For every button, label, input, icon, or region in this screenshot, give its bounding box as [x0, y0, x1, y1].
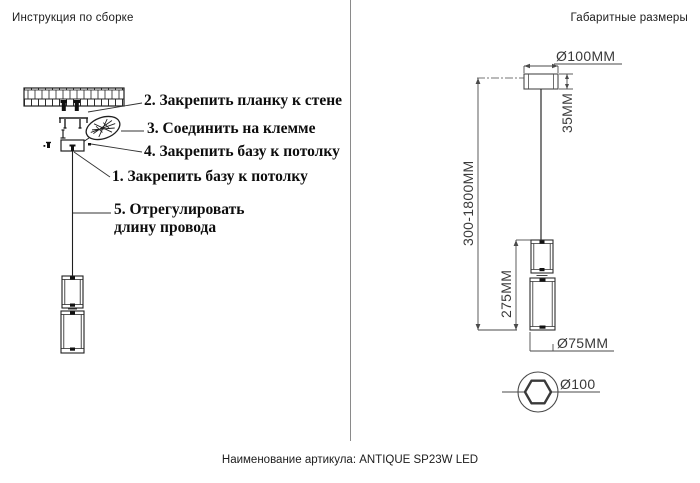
ceiling-base: [43, 139, 91, 152]
mounting-bracket: [59, 117, 88, 129]
dim-canopy-diameter: Ø100MM: [523, 48, 622, 73]
step-4-label: 4. Закрепить базу к потолку: [144, 143, 340, 160]
dim-suspension-range: 300-1800MM: [460, 77, 524, 331]
shade-height-label: 275MM: [498, 270, 514, 318]
screw-icon: [60, 129, 66, 139]
step-5-label: 5. Отрегулировать длину провода: [114, 201, 244, 237]
lamp-shade-right: [529, 239, 556, 331]
ceiling-hatch: [23, 87, 125, 111]
lamp-shade-left: [60, 275, 85, 354]
canopy-diameter-label: Ø100MM: [556, 48, 615, 64]
step-2-label: 2. Закрепить планку к стене: [144, 92, 343, 109]
terminal-block-ellipse: [82, 115, 121, 143]
right-section-title: Габаритные размеры: [570, 12, 688, 24]
canopy: [523, 73, 559, 90]
step-5-line1: 5. Отрегулировать: [114, 201, 245, 218]
leader-lines: [73, 102, 144, 214]
dim-shade-height: 275MM: [498, 239, 532, 330]
dim-canopy-height: 35MM: [559, 73, 575, 133]
canopy-height-label: 35MM: [559, 93, 575, 133]
suspension-range-label: 300-1800MM: [460, 161, 476, 247]
bottom-view: Ø100: [502, 371, 600, 413]
left-section-title: Инструкция по сборке: [12, 12, 134, 24]
dim-shade-diameter: Ø75MM: [529, 332, 614, 352]
step-3-label: 3. Соединить на клемме: [147, 120, 316, 137]
shade-diameter-label: Ø75MM: [557, 335, 608, 351]
article-name: Наименование артикула: ANTIQUE SP23W LED: [221, 454, 479, 466]
step-1-label: 1. Закрепить базу к потолку: [112, 168, 308, 185]
step-5-line2: длину провода: [114, 219, 217, 236]
base-view-diameter-label: Ø100: [560, 376, 595, 392]
